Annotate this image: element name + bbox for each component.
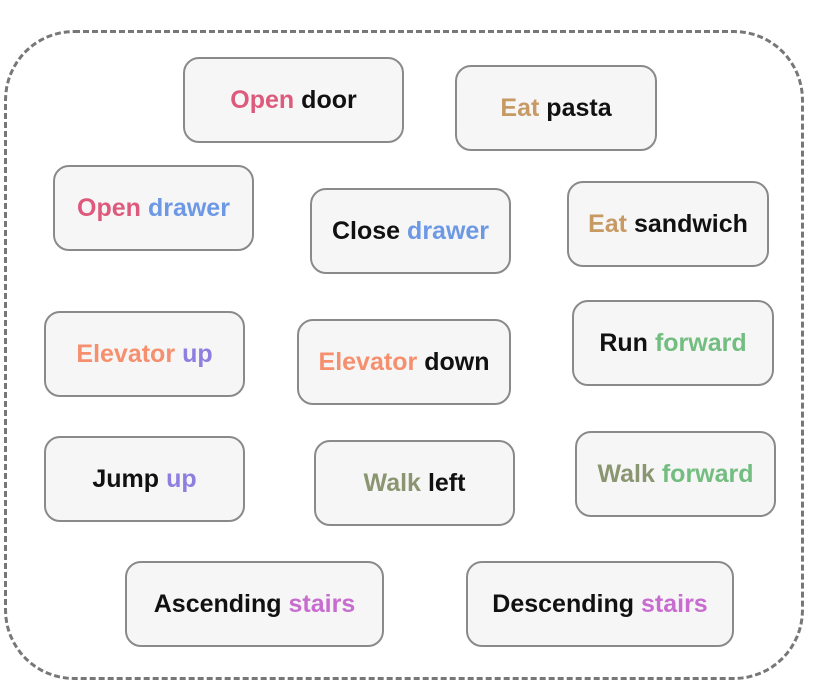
object-left: left (427, 468, 466, 497)
verb-descending: Descending (492, 589, 634, 618)
object-sandwich: sandwich (633, 209, 748, 238)
object-drawer: drawer (407, 216, 490, 245)
object-up: up (166, 464, 197, 493)
object-forward: forward (654, 328, 747, 357)
verb-eat: Eat (500, 93, 540, 122)
verb-elevator: Elevator (318, 347, 418, 376)
verb-walk: Walk (363, 468, 421, 497)
dashed-group-frame (4, 30, 804, 680)
object-drawer: drawer (147, 193, 230, 222)
verb-elevator: Elevator (76, 339, 176, 368)
verb-close: Close (331, 216, 401, 245)
object-stairs: stairs (288, 589, 356, 618)
object-door: door (301, 85, 357, 114)
object-down: down (424, 347, 490, 376)
object-forward: forward (661, 459, 754, 488)
verb-open: Open (77, 193, 141, 222)
verb-eat: Eat (588, 209, 627, 238)
verb-walk: Walk (597, 459, 655, 488)
verb-ascending: Ascending (153, 589, 282, 618)
verb-open: Open (230, 85, 295, 114)
verb-jump: Jump (92, 464, 160, 493)
object-stairs: stairs (640, 589, 708, 618)
object-up: up (182, 339, 213, 368)
verb-run: Run (599, 328, 648, 357)
object-pasta: pasta (546, 93, 612, 122)
